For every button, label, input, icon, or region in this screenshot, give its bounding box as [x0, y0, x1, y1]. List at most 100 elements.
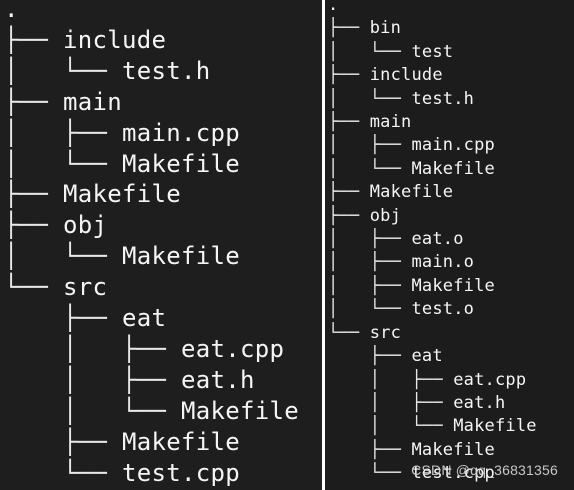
tree-branch-glyphs: │ ├──: [328, 252, 412, 273]
tree-branch-glyphs: └──: [4, 458, 122, 487]
tree-branch-glyphs: ├──: [328, 439, 412, 460]
tree-entry-name: eat.h: [181, 365, 255, 394]
tree-branch-glyphs: │ ├──: [4, 365, 181, 394]
tree-branch-glyphs: ├──: [4, 211, 63, 240]
tree-entry-name: .: [4, 0, 19, 23]
terminal-panel-after: .├── bin│ └── test├── include│ └── test.…: [325, 0, 574, 490]
directory-tree-before: .├── include│ └── test.h├── main│ ├── ma…: [4, 0, 299, 489]
tree-branch-glyphs: │ └──: [328, 158, 412, 179]
tree-entry-name: src: [369, 322, 402, 343]
tree-entry-name: main.cpp: [122, 118, 240, 147]
tree-line: ├── Makefile: [4, 179, 299, 210]
tree-branch-glyphs: │ └──: [328, 41, 412, 62]
tree-branch-glyphs: ├──: [4, 180, 63, 209]
tree-entry-name: obj: [63, 211, 108, 240]
tree-entry-name: test.o: [411, 299, 475, 320]
tree-branch-glyphs: └──: [328, 322, 370, 343]
tree-branch-glyphs: ├──: [4, 25, 63, 54]
tree-line: │ ├── main.cpp: [328, 134, 537, 157]
tree-line: ├── Makefile: [4, 427, 299, 458]
tree-line: ├── eat: [328, 345, 537, 368]
tree-line: └── test.cpp: [328, 462, 537, 485]
tree-line: ├── include: [4, 25, 299, 56]
tree-line: │ └── test.h: [4, 56, 299, 87]
tree-branch-glyphs: │ ├──: [328, 275, 412, 296]
tree-branch-glyphs: │ └──: [328, 416, 454, 437]
tree-line: ├── bin: [328, 17, 537, 40]
tree-entry-name: eat: [411, 346, 443, 367]
tree-entry-name: include: [369, 65, 443, 86]
tree-entry-name: Makefile: [369, 182, 454, 203]
tree-entry-name: test.h: [411, 88, 475, 109]
tree-entry-name: main.cpp: [411, 135, 495, 156]
tree-line: ├── main: [4, 87, 299, 118]
tree-line: ├── Makefile: [328, 439, 537, 462]
tree-entry-name: main: [63, 87, 122, 116]
tree-line: │ └── Makefile: [4, 149, 299, 180]
tree-line: ├── include: [328, 64, 537, 87]
tree-branch-glyphs: ├──: [328, 112, 370, 133]
tree-entry-name: eat: [122, 304, 167, 333]
tree-branch-glyphs: ├──: [4, 427, 122, 456]
tree-branch-glyphs: │ ├──: [4, 118, 122, 147]
tree-line: │ ├── eat.cpp: [328, 369, 537, 392]
tree-branch-glyphs: ├──: [328, 205, 370, 226]
tree-line: │ ├── eat.o: [328, 228, 537, 251]
tree-line: │ └── Makefile: [4, 396, 299, 427]
directory-tree-after: .├── bin│ └── test├── include│ └── test.…: [328, 0, 537, 486]
tree-entry-name: Makefile: [63, 180, 181, 209]
tree-line: │ ├── main.cpp: [4, 118, 299, 149]
tree-branch-glyphs: ├──: [328, 65, 370, 86]
tree-line: │ ├── main.o: [328, 251, 537, 274]
tree-entry-name: test.cpp: [122, 458, 240, 487]
tree-branch-glyphs: │ └──: [4, 56, 122, 85]
tree-line: │ └── Makefile: [328, 415, 537, 438]
tree-line: │ └── Makefile: [4, 241, 299, 272]
tree-branch-glyphs: │ └──: [328, 88, 412, 109]
tree-branch-glyphs: │ ├──: [328, 392, 454, 413]
tree-line: │ ├── eat.h: [328, 392, 537, 415]
tree-entry-name: eat.h: [453, 392, 506, 413]
tree-entry-name: obj: [369, 205, 402, 226]
tree-entry-name: test.h: [122, 56, 211, 85]
tree-branch-glyphs: │ ├──: [328, 369, 454, 390]
tree-entry-name: test: [411, 41, 454, 62]
tree-branch-glyphs: ├──: [328, 346, 412, 367]
tree-line: .: [4, 0, 299, 25]
tree-entry-name: Makefile: [411, 439, 495, 460]
tree-line: │ ├── eat.cpp: [4, 334, 299, 365]
tree-entry-name: eat.cpp: [453, 369, 527, 390]
tree-entry-name: test.cpp: [411, 463, 495, 484]
tree-line: │ ├── eat.h: [4, 365, 299, 396]
tree-entry-name: .: [328, 0, 339, 15]
tree-line: ├── eat: [4, 303, 299, 334]
tree-line: │ ├── Makefile: [328, 275, 537, 298]
tree-entry-name: bin: [369, 18, 402, 39]
terminal-panel-before: .├── include│ └── test.h├── main│ ├── ma…: [4, 0, 299, 489]
tree-branch-glyphs: ├──: [4, 87, 63, 116]
tree-line: ├── obj: [328, 205, 537, 228]
tree-line: └── test.cpp: [4, 458, 299, 489]
tree-entry-name: Makefile: [122, 149, 240, 178]
tree-branch-glyphs: │ ├──: [4, 334, 181, 363]
tree-entry-name: Makefile: [453, 416, 537, 437]
panel-divider: [322, 0, 325, 490]
tree-line: │ └── test: [328, 41, 537, 64]
tree-branch-glyphs: │ └──: [4, 242, 122, 271]
tree-entry-name: eat.cpp: [181, 334, 285, 363]
tree-line: │ └── test.h: [328, 88, 537, 111]
tree-entry-name: src: [63, 273, 108, 302]
tree-line: └── src: [328, 322, 537, 345]
tree-branch-glyphs: └──: [328, 463, 412, 484]
tree-entry-name: Makefile: [122, 427, 240, 456]
tree-line: ├── main: [328, 111, 537, 134]
tree-line: └── src: [4, 272, 299, 303]
tree-entry-name: Makefile: [411, 275, 495, 296]
tree-branch-glyphs: ├──: [328, 18, 370, 39]
tree-entry-name: Makefile: [411, 158, 495, 179]
tree-branch-glyphs: │ └──: [4, 396, 181, 425]
tree-branch-glyphs: │ └──: [328, 299, 412, 320]
tree-line: ├── Makefile: [328, 181, 537, 204]
csdn-watermark: CSDN @qq_36831356: [411, 462, 558, 478]
